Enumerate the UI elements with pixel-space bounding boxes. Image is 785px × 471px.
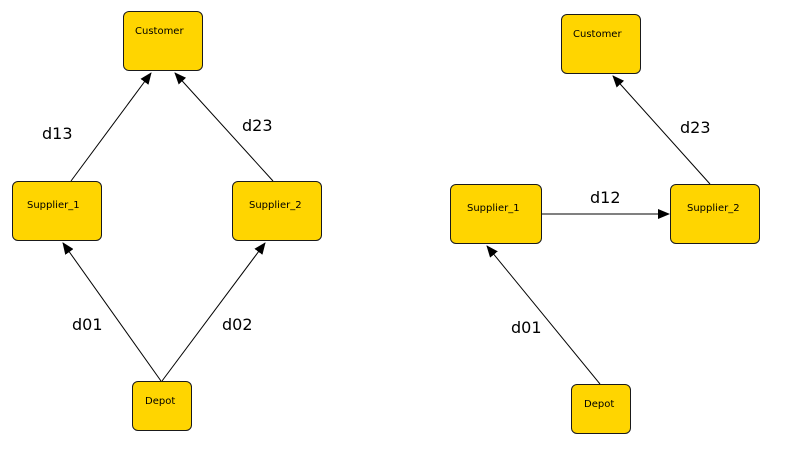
edge-right-supplier-2-to-customer bbox=[612, 75, 711, 185]
edge-left-supplier-1-to-customer bbox=[70, 72, 152, 182]
edge-label-d01-left: d01 bbox=[72, 315, 103, 334]
edge-label-d23-right: d23 bbox=[680, 118, 711, 137]
node-supplier-1-right[interactable]: Supplier_1 bbox=[450, 184, 542, 244]
edge-label-d02-left: d02 bbox=[222, 315, 253, 334]
edge-label-d12-right: d12 bbox=[590, 188, 621, 207]
node-customer-left[interactable]: Customer bbox=[123, 11, 203, 71]
edge-label-d01-right: d01 bbox=[511, 318, 542, 337]
node-supplier-1-left[interactable]: Supplier_1 bbox=[12, 181, 102, 241]
node-depot-left[interactable]: Depot bbox=[132, 381, 192, 431]
node-label: Supplier_2 bbox=[687, 203, 740, 214]
edge-left-depot-to-supplier-2 bbox=[161, 242, 266, 382]
node-label: Customer bbox=[573, 29, 622, 40]
node-supplier-2-left[interactable]: Supplier_2 bbox=[232, 181, 322, 241]
node-supplier-2-right[interactable]: Supplier_2 bbox=[670, 184, 760, 244]
node-label: Supplier_2 bbox=[249, 200, 302, 211]
edge-left-supplier-2-to-customer bbox=[174, 72, 274, 182]
node-label: Supplier_1 bbox=[27, 200, 80, 211]
node-label: Depot bbox=[584, 399, 615, 410]
edge-left-depot-to-supplier-1 bbox=[62, 242, 162, 382]
node-depot-right[interactable]: Depot bbox=[571, 384, 631, 434]
edge-right-depot-to-supplier-1 bbox=[486, 245, 601, 385]
node-label: Customer bbox=[135, 26, 184, 37]
edge-label-d13-left: d13 bbox=[42, 124, 73, 143]
node-label: Depot bbox=[145, 396, 176, 407]
node-label: Supplier_1 bbox=[467, 203, 520, 214]
node-customer-right[interactable]: Customer bbox=[561, 14, 641, 74]
edge-label-d23-left: d23 bbox=[242, 116, 273, 135]
